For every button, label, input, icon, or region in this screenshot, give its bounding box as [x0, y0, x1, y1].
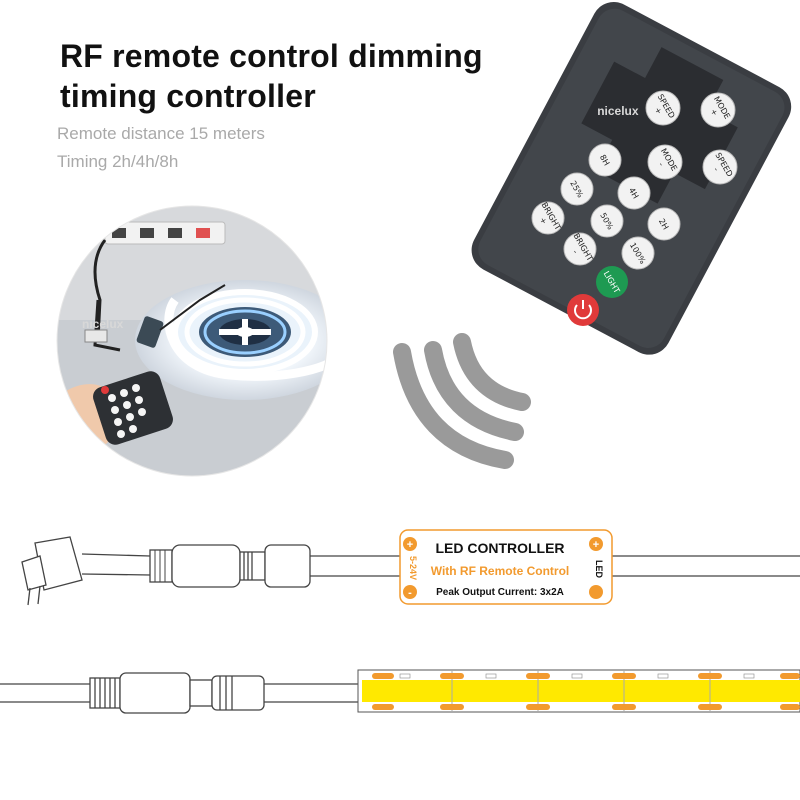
- remote-power-button[interactable]: [567, 294, 599, 326]
- svg-text:+: +: [407, 539, 413, 551]
- remote-button-level-25[interactable]: 25%: [560, 172, 594, 206]
- svg-text:-: -: [711, 166, 720, 173]
- remote-button-speed-minus[interactable]: SPEED -: [702, 149, 738, 185]
- remote-button-timer-8h[interactable]: 8H: [588, 143, 622, 177]
- controller-led-label: LED: [594, 560, 604, 579]
- remote-button-light[interactable]: LIGHT: [596, 266, 628, 298]
- product-photo: nicelux: [57, 206, 327, 476]
- photo-watermark: nicelux: [82, 317, 124, 331]
- title-line-2: timing controller: [60, 78, 316, 114]
- led-reel: [172, 289, 318, 375]
- remote-button-timer-4h[interactable]: 4H: [617, 176, 651, 210]
- svg-text:+: +: [709, 107, 720, 117]
- title-line-1: RF remote control dimming: [60, 38, 483, 74]
- wireless-signal-icon: [393, 333, 531, 469]
- remote-button-level-100[interactable]: 100%: [621, 236, 655, 270]
- led-controller-box: + - 5-24V + LED LED CONTROLLER With RF R…: [399, 529, 613, 605]
- controller-subtitle: With RF Remote Control: [431, 564, 570, 578]
- remote-button-level-50[interactable]: 50%: [590, 204, 624, 238]
- svg-text:-: -: [656, 161, 665, 168]
- remote-distance-text: Remote distance 15 meters: [57, 124, 265, 143]
- power-strip: [93, 221, 226, 341]
- svg-text:+: +: [538, 216, 549, 226]
- remote-button-speed-plus[interactable]: SPEED +: [645, 90, 681, 126]
- led-strip: [357, 669, 800, 713]
- remote-button-bright-plus[interactable]: BRIGHT +: [531, 201, 565, 235]
- controller-peak-current: Peak Output Current: 3x2A: [436, 587, 564, 598]
- controller-title: LED CONTROLLER: [435, 540, 564, 556]
- timing-text: Timing 2h/4h/8h: [57, 152, 179, 171]
- controller-voltage: 5-24V: [408, 556, 418, 580]
- page-title: RF remote control dimming timing control…: [60, 36, 483, 116]
- svg-text:-: -: [408, 587, 412, 599]
- svg-text:+: +: [593, 539, 599, 551]
- power-icon: [574, 304, 592, 320]
- power-plug-diagram: [21, 536, 800, 606]
- remote-button-mode-minus[interactable]: MODE -: [647, 144, 683, 180]
- remote-button-bright-minus[interactable]: BRIGHT -: [563, 232, 597, 266]
- svg-text:-: -: [571, 248, 580, 255]
- remote-brand: nicelux: [597, 104, 639, 118]
- remote-button-mode-plus[interactable]: MODE +: [700, 92, 736, 128]
- strip-connector-diagram: [0, 672, 358, 714]
- remote-button-timer-2h[interactable]: 2H: [647, 207, 681, 241]
- svg-text:+: +: [653, 106, 664, 116]
